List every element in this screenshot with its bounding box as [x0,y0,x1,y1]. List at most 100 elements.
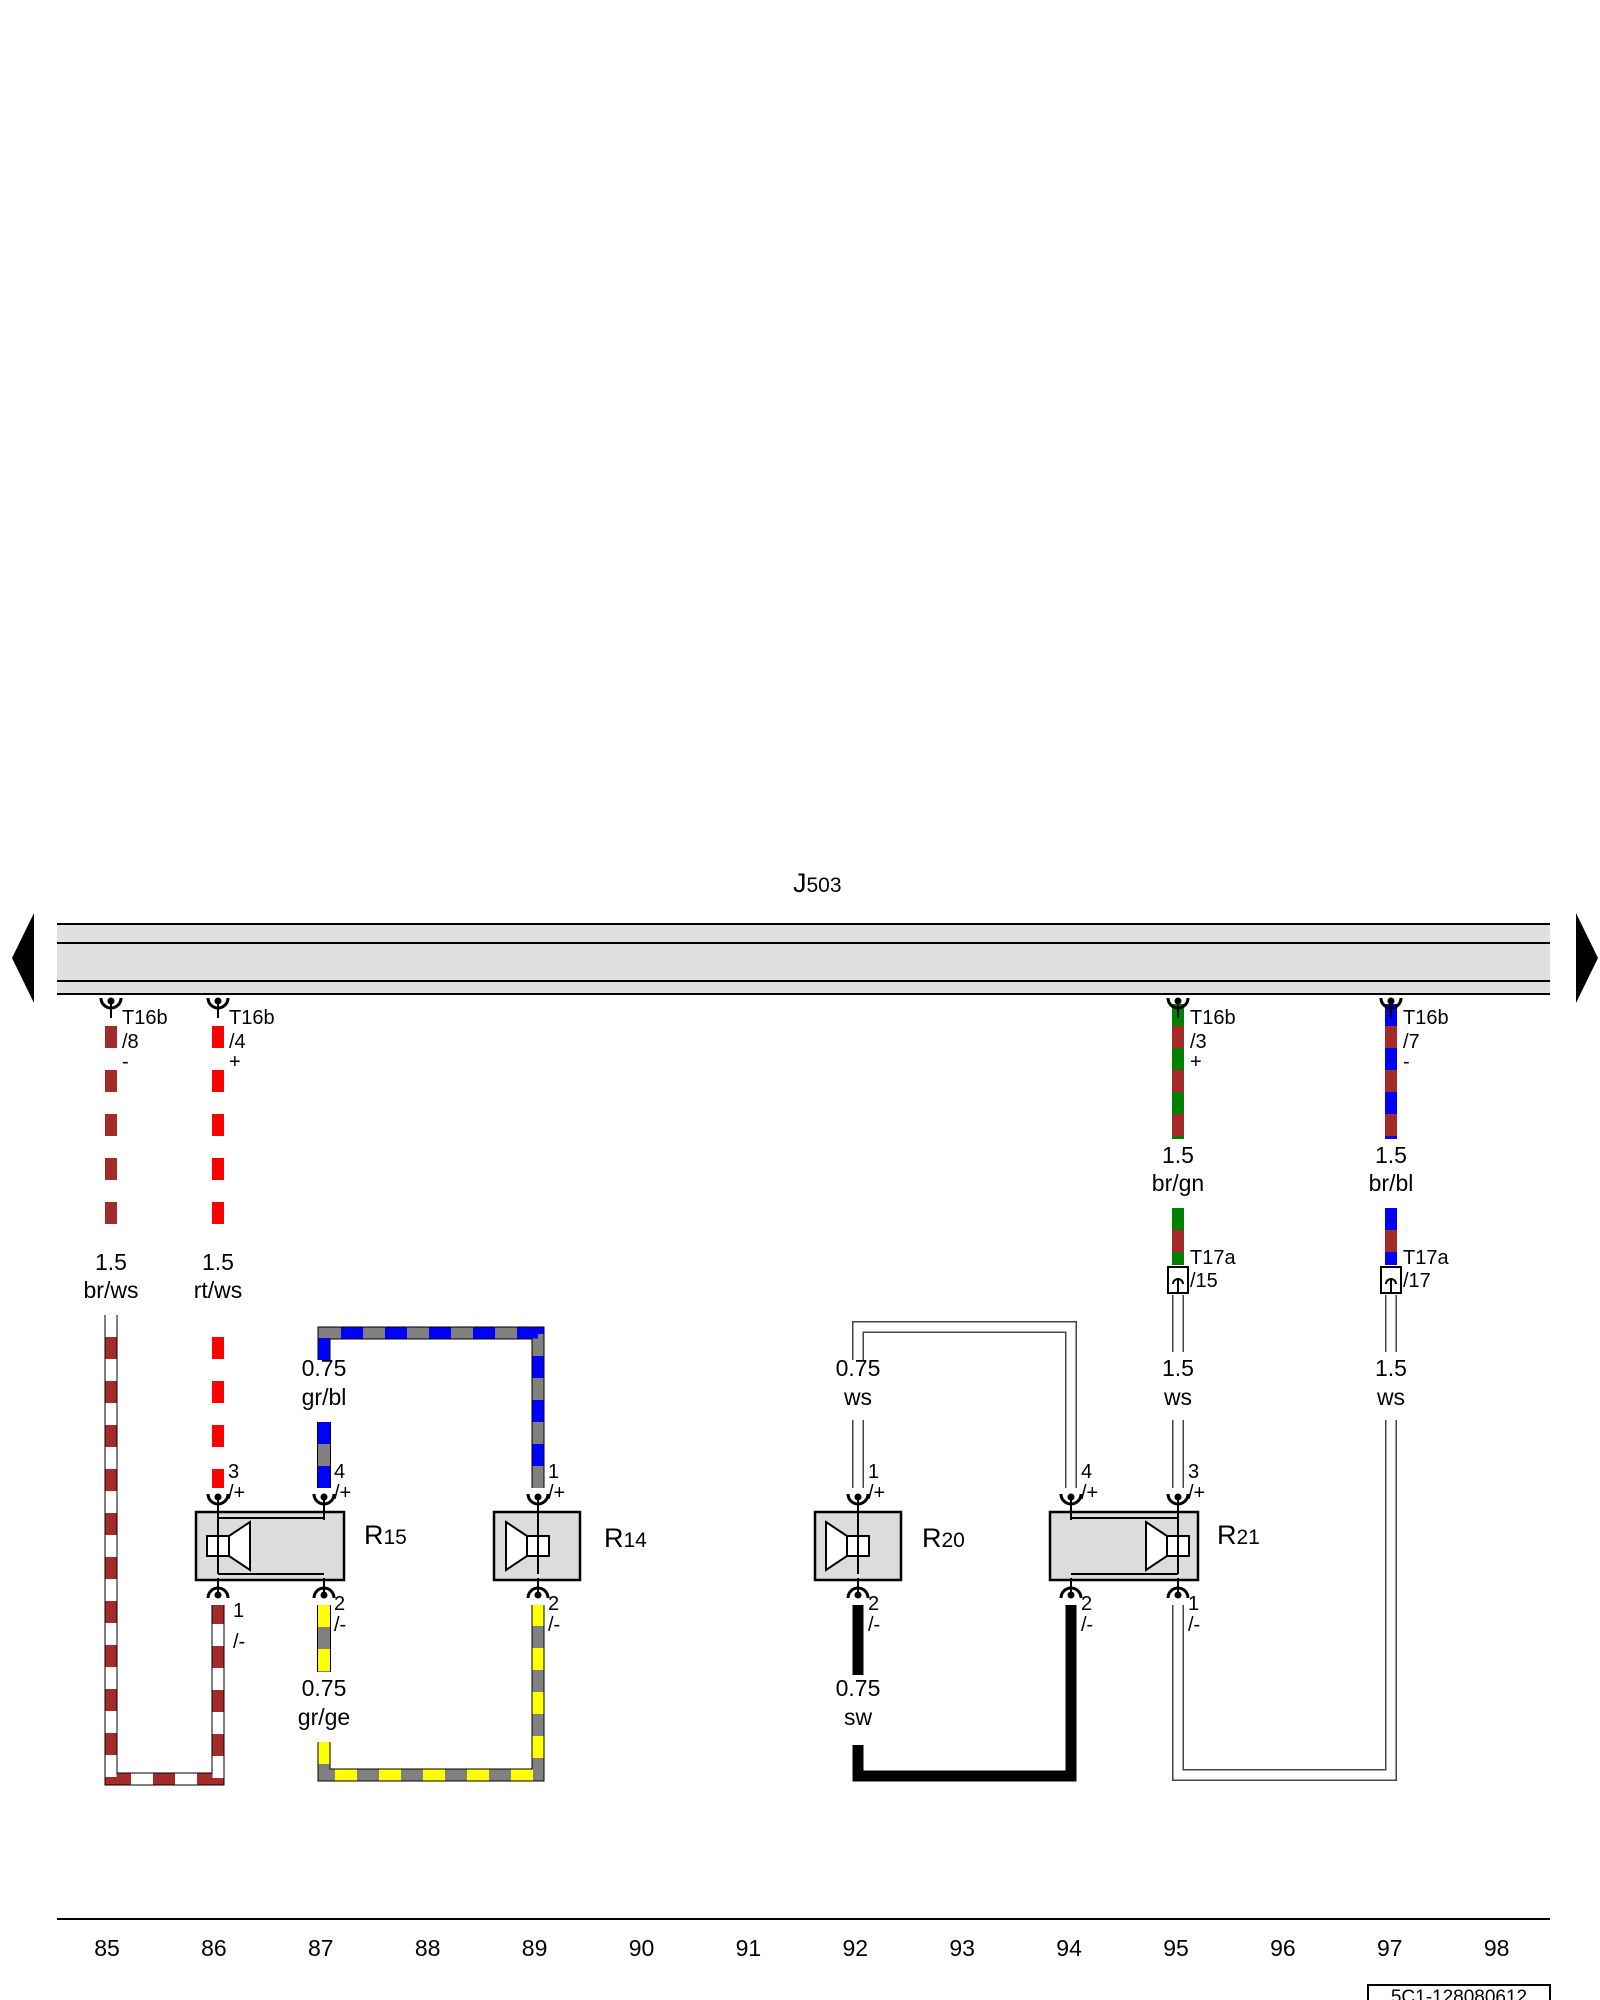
component-labels: R15 R14 R20 R21 3 /+ 4 /+ 1 /- 2 /- 1 /+… [228,1461,1260,1653]
connector-t16b-icon [1166,996,1190,1020]
pin-sign: /- [233,1631,245,1653]
component-r14-sub: 14 [624,1529,648,1552]
wire-color: ws [1163,1384,1192,1410]
component-r15-sub: 15 [384,1526,407,1549]
conn-t16b-8-id: T16b [122,1007,168,1029]
wire-outline [317,1326,545,1488]
component-r21-label: R [1217,1520,1237,1550]
wire-color: br/bl [1369,1170,1414,1196]
wire-color: rt/ws [194,1277,243,1303]
pin-sign: /- [548,1614,560,1636]
right-continuation-arrow [1576,913,1598,1003]
column-number: 90 [629,1935,655,1961]
wire-labels: 1.5 br/ws 1.5 rt/ws 1.5 br/gn 1.5 br/bl … [84,1142,1414,1730]
wire-fill [1173,1420,1396,1780]
wire-color: sw [844,1704,873,1730]
connector-t16b-icon [206,996,230,1020]
pin-sign: /- [1188,1614,1200,1636]
wire-br-ws-loop [104,1315,225,1786]
conn-t16b-4-pin: /4 [229,1031,246,1053]
wire-color: br/ws [84,1277,139,1303]
column-number: 98 [1484,1935,1510,1961]
pin-number: 1 [1188,1593,1199,1615]
wire-fill [853,1322,1076,1488]
svg-text:J503: J503 [793,868,842,898]
pin-number: 2 [868,1593,879,1615]
pin-number: 1 [548,1461,559,1483]
column-number: 89 [522,1935,548,1961]
connector-icon [99,996,123,1020]
conn-t16b-8-pin: /8 [122,1031,139,1053]
wire-outline [317,1605,545,1782]
pin-sign: /- [334,1614,346,1636]
conn-t17a-15-pin: /15 [1190,1270,1218,1292]
pin-number: 4 [1081,1461,1092,1483]
wire-gauge: 0.75 [836,1355,881,1381]
conn-t16b-3-pin: /3 [1190,1031,1207,1053]
reference-number: 5C1-128080612 [1391,1987,1527,2000]
wire-gr-ge-loop [317,1605,545,1782]
column-number: 87 [308,1935,334,1961]
svg-text:R15: R15 [364,1520,407,1550]
wire-sw-loop [852,1605,1077,1782]
wires [104,1004,1397,1786]
component-r21-sub: 21 [1237,1526,1260,1549]
wire-gauge: 1.5 [95,1249,127,1275]
component-r20-sub: 20 [942,1529,965,1552]
svg-text:R14: R14 [604,1523,647,1553]
pin-sign: /- [1081,1614,1093,1636]
speaker-r20 [813,1510,903,1582]
conn-t16b-7-pin: /7 [1403,1031,1420,1053]
wire-outline [1172,1420,1397,1781]
connector-icon [1379,996,1403,1020]
wire-stripe [318,1327,544,1488]
pin-sign: /+ [334,1482,351,1504]
connector-terminals [99,996,1403,1600]
component-r20-label: R [922,1523,942,1553]
wire-gauge: 1.5 [1162,1355,1194,1381]
wire-ws-loop [852,1321,1077,1488]
wire-ws-97-loop [1172,1420,1397,1781]
wire-gauge: 0.75 [836,1675,881,1701]
column-number: 94 [1056,1935,1082,1961]
wire-gauge: 1.5 [1375,1142,1407,1168]
wire-color: ws [843,1384,872,1410]
pin-sign: /+ [1081,1482,1098,1504]
pin-number: 2 [334,1593,345,1615]
internal-wiring [217,1517,324,1575]
plug-pin [1172,1278,1184,1293]
speaker-r21 [1048,1510,1200,1582]
control-unit-label: J [793,868,807,898]
column-number: 85 [94,1935,120,1961]
control-unit-sub: 503 [807,874,842,897]
column-number: 96 [1270,1935,1296,1961]
reference-box: 5C1-128080612 [1367,1984,1551,2000]
speaker-r14 [492,1510,582,1582]
connector-icon [206,996,230,1020]
pin-number: 1 [868,1461,879,1483]
pin-sign: /- [868,1614,880,1636]
connector-t16b-icon [99,996,123,1020]
pin-sign: /+ [548,1482,565,1504]
conn-t16b-3-id: T16b [1190,1007,1236,1029]
column-number: 86 [201,1935,227,1961]
bus-bar [57,924,1550,994]
wire-gauge: 1.5 [202,1249,234,1275]
wire-gr-bl-loop [317,1326,545,1488]
conn-t16b-4-sign: + [229,1051,241,1073]
conn-t16b-8-sign: - [122,1051,129,1073]
pin-number: 2 [1081,1593,1092,1615]
conn-t17a-17-pin: /17 [1403,1270,1431,1292]
wire-gauge: 0.75 [302,1675,347,1701]
pin-number: 4 [334,1461,345,1483]
pin-sign: /+ [1188,1482,1205,1504]
components [194,1510,1200,1582]
plug-pin [1385,1278,1397,1293]
column-number: 95 [1163,1935,1189,1961]
conn-t16b-3-sign: + [1190,1051,1202,1073]
left-continuation-arrow [12,913,34,1003]
speaker-cone [228,1520,251,1572]
svg-text:R20: R20 [922,1523,965,1553]
